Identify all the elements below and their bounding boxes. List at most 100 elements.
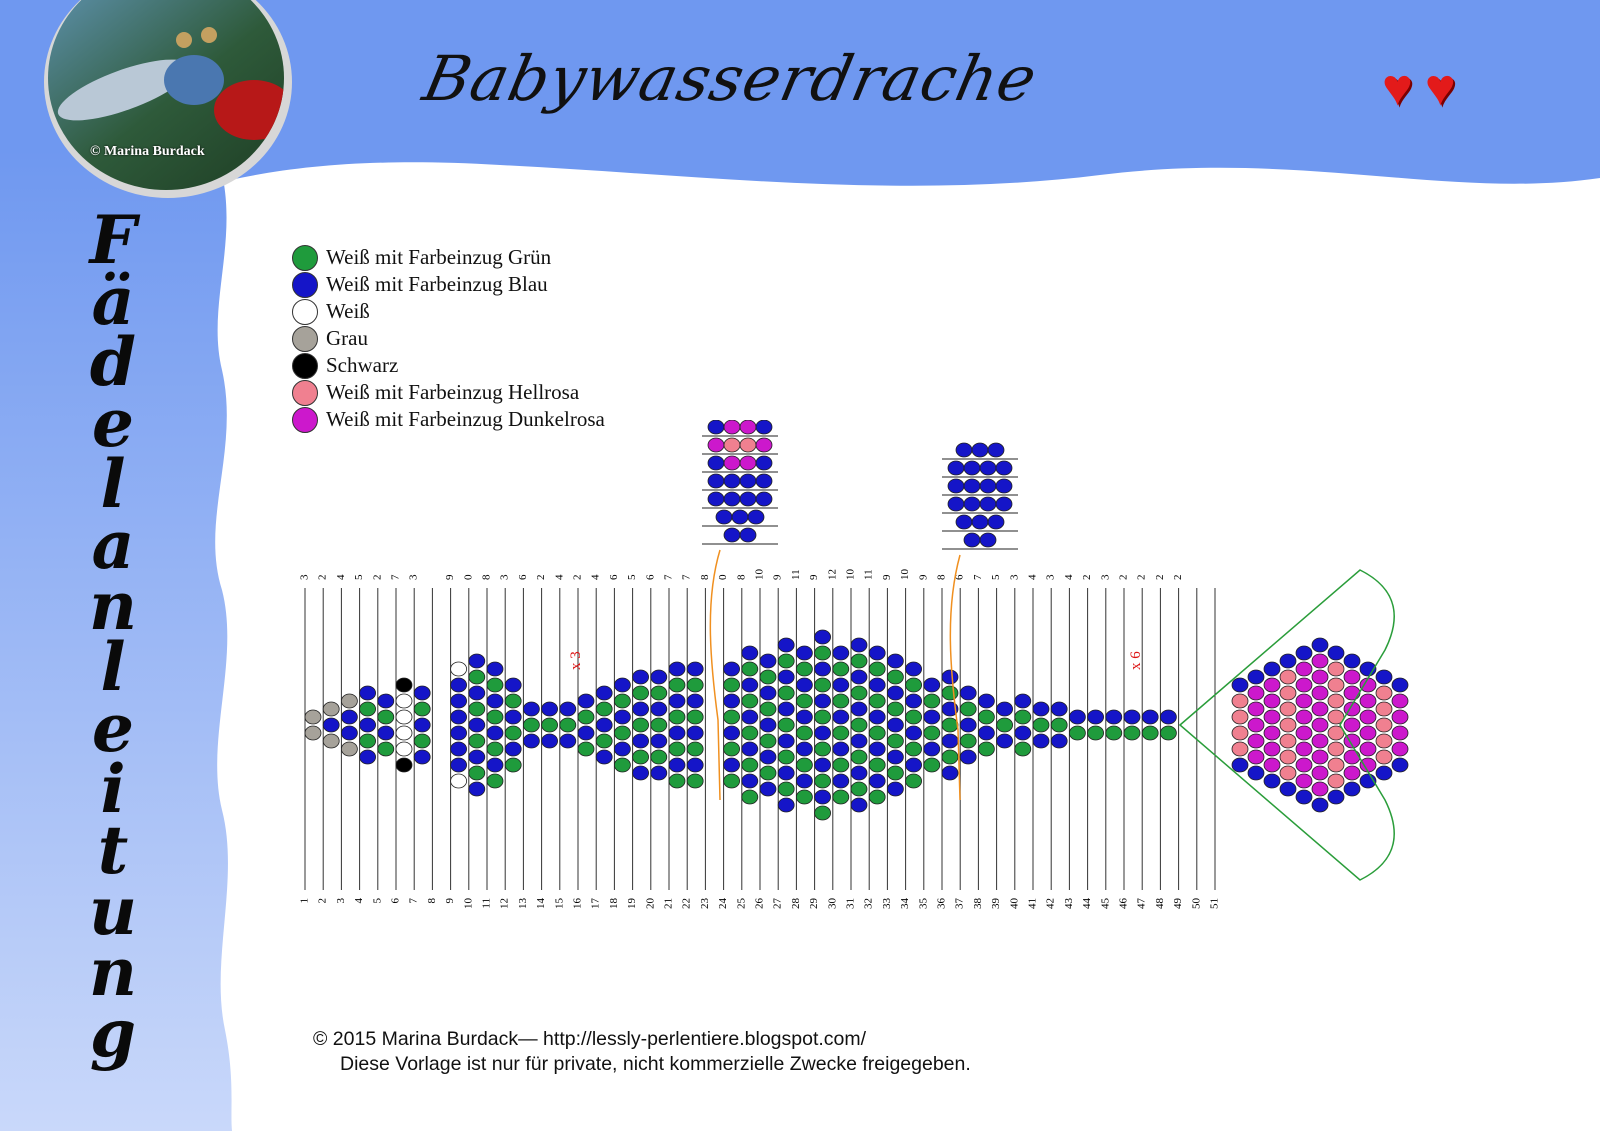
bead [504,741,522,757]
bead [741,645,759,661]
bead [650,765,668,781]
bead [996,733,1013,749]
bead [905,741,922,757]
row-number-bottom: 8 [426,898,438,904]
footer: © 2015 Marina Burdack— http://lessly-per… [313,1027,971,1077]
vertical-title-letter: l [100,445,126,523]
vertical-title-letter: i [100,750,126,828]
vertical-title-letter: e [92,384,134,462]
bead [650,749,668,765]
row-number-bottom: 26 [754,898,766,910]
bead [755,491,773,507]
bead [1343,765,1361,781]
hearts: ♥ ♥ [1382,62,1456,114]
bead [395,725,413,741]
row-number-bottom: 17 [590,898,602,910]
bead [1160,725,1177,741]
bead [686,741,704,757]
row-number-bottom: 37 [954,898,966,910]
bead [486,677,504,693]
bead [887,701,904,717]
row-number-top: 3 [499,574,511,580]
row-number-bottom: 19 [626,898,638,910]
bead [468,685,486,701]
bead [595,733,613,749]
bead [1343,749,1361,765]
bead [1014,741,1032,757]
bead [1311,669,1329,685]
bead [1263,677,1281,693]
bead [777,701,795,717]
bead [686,677,704,693]
bead [668,757,686,773]
bead [1069,725,1086,741]
bead [832,709,850,725]
vertical-title-letter: u [89,872,137,950]
bead [486,773,504,789]
bead [1375,685,1393,701]
bead [668,693,686,709]
bead [707,473,725,489]
bead [1279,717,1297,733]
bead [668,741,686,757]
bead [632,685,650,701]
bead [979,478,997,494]
row-number-bottom: 22 [681,898,693,909]
row-number-top: 9 [444,574,456,580]
repeat-label: x 3 [568,651,584,670]
bead [450,709,468,725]
row-number-bottom: 30 [826,898,838,910]
bead [978,693,995,709]
bead [887,685,904,701]
bead [1050,733,1068,749]
row-number-top: 10 [754,569,766,581]
row-number-top: 3 [1099,574,1111,580]
row-number-top: 2 [1118,575,1130,581]
bead [1359,677,1377,693]
bead [850,749,868,765]
bead [723,420,741,435]
bead [1375,717,1393,733]
row-number-top: 5 [626,574,638,580]
bead [755,420,773,435]
bead [1141,725,1159,741]
legend-label: Weiß mit Farbeinzug Dunkelrosa [326,407,605,431]
row-number-top: 2 [371,575,383,581]
legend-item: Schwarz [292,352,605,379]
row-number-bottom: 46 [1118,898,1130,910]
copyright-line: © 2015 Marina Burdack— http://lessly-per… [313,1028,867,1050]
bead [1279,781,1297,797]
bead [887,653,904,669]
bead [1343,669,1361,685]
bead [887,781,904,797]
bead [468,653,486,669]
vertical-title-letter: n [89,933,137,1011]
photo-credit: © Marina Burdack [90,144,205,159]
row-number-top: 2 [1136,575,1148,581]
bead [868,677,886,693]
bead [486,709,504,725]
row-number-top: 4 [590,574,602,580]
usage-note: Diese Vorlage ist nur für private, nicht… [340,1053,971,1075]
bead [777,781,795,797]
row-number-bottom: 43 [1063,898,1075,910]
bead [650,733,668,749]
bead [486,757,504,773]
bead [850,701,868,717]
bead [979,460,997,476]
bead [832,725,850,741]
bead [814,741,831,757]
bead [1160,709,1177,725]
bead [1247,733,1265,749]
legend-label: Grau [326,326,368,350]
bead [814,757,831,773]
bead [504,677,522,693]
bead [941,717,959,733]
bead [1050,717,1068,733]
bead [814,629,831,645]
bead [707,420,725,435]
bead [1231,693,1249,709]
bead [987,514,1005,530]
bead [1141,709,1159,725]
bead [995,478,1013,494]
